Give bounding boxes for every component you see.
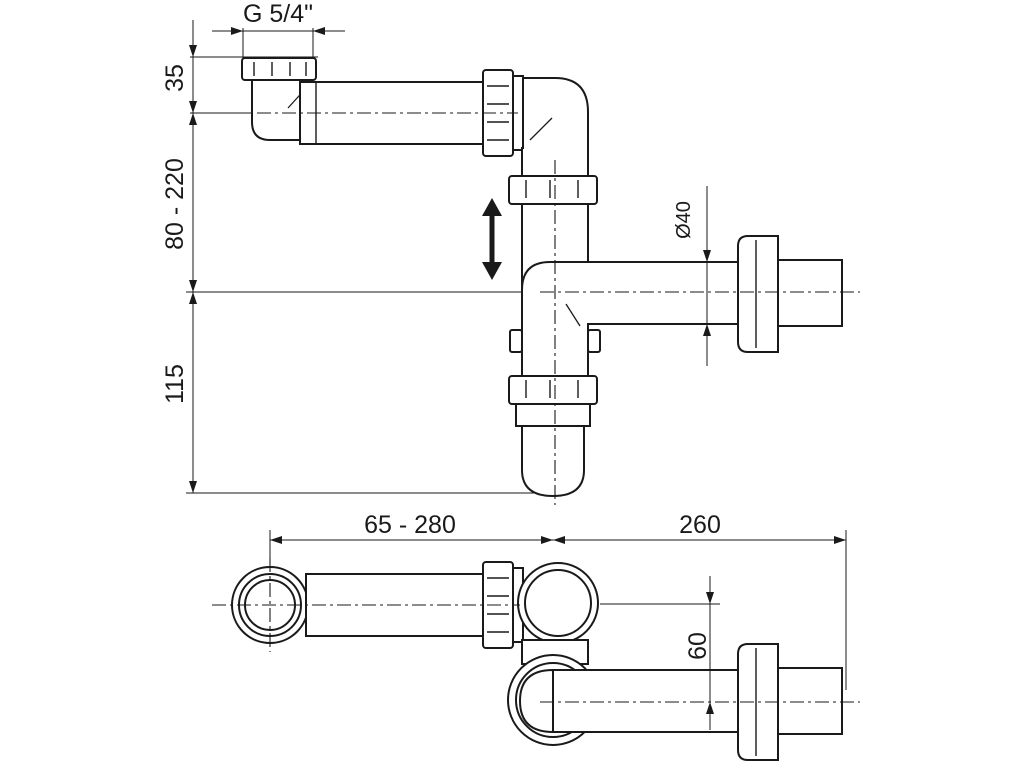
- arrowhead: [189, 101, 197, 113]
- arrowhead: [703, 324, 711, 336]
- vertical-nut-upper: [508, 175, 598, 205]
- label-inlet-height: 35: [161, 64, 189, 92]
- trap-bowl: [521, 425, 585, 498]
- front-view: G 5/4" 35 80 - 220 115 Ø40: [161, 0, 860, 505]
- clip-left: [509, 329, 523, 353]
- arrowhead: [706, 702, 714, 714]
- vertical-nut-lower: [508, 375, 598, 405]
- elbow-90: [521, 77, 589, 179]
- label-horizontal-reach: 65 - 280: [364, 511, 456, 539]
- section-hatch: [529, 117, 553, 141]
- label-outlet-length: 260: [679, 511, 721, 539]
- plan-elbow-cap: [518, 668, 554, 734]
- adjust-arrow-down: [482, 262, 502, 280]
- plan-tube-ring-inner: [524, 569, 592, 637]
- label-adjustable-height: 80 - 220: [161, 158, 189, 250]
- arrowhead: [706, 592, 714, 604]
- section-hatch: [565, 303, 581, 327]
- arrowhead: [541, 536, 553, 544]
- arrowhead: [834, 536, 846, 544]
- arrowhead: [313, 27, 325, 35]
- label-outlet-height: 115: [161, 364, 189, 404]
- arrowhead: [189, 292, 197, 304]
- arrowhead: [189, 481, 197, 493]
- outlet-spigot: [777, 259, 843, 327]
- arrowhead: [189, 113, 197, 125]
- label-outlet-diameter: Ø40: [673, 201, 695, 239]
- arrowhead: [189, 280, 197, 292]
- adjust-arrow-up: [482, 198, 502, 216]
- arrowhead: [231, 27, 243, 35]
- nut-collar: [515, 403, 591, 427]
- arrowhead: [703, 250, 711, 262]
- wall-rosette: [737, 235, 779, 353]
- plan-outlet-pipe: [552, 669, 741, 733]
- inlet-elbow: [251, 79, 301, 141]
- arrowhead: [553, 536, 565, 544]
- plan-view: 65 - 280 260 60: [212, 511, 860, 761]
- arrowhead: [270, 536, 282, 544]
- label-thread: G 5/4": [243, 0, 313, 28]
- inlet-nut: [241, 57, 317, 81]
- clip-right: [587, 329, 601, 353]
- plan-outlet-spigot: [777, 667, 843, 735]
- label-outlet-offset: 60: [684, 632, 712, 660]
- arrowhead: [189, 45, 197, 57]
